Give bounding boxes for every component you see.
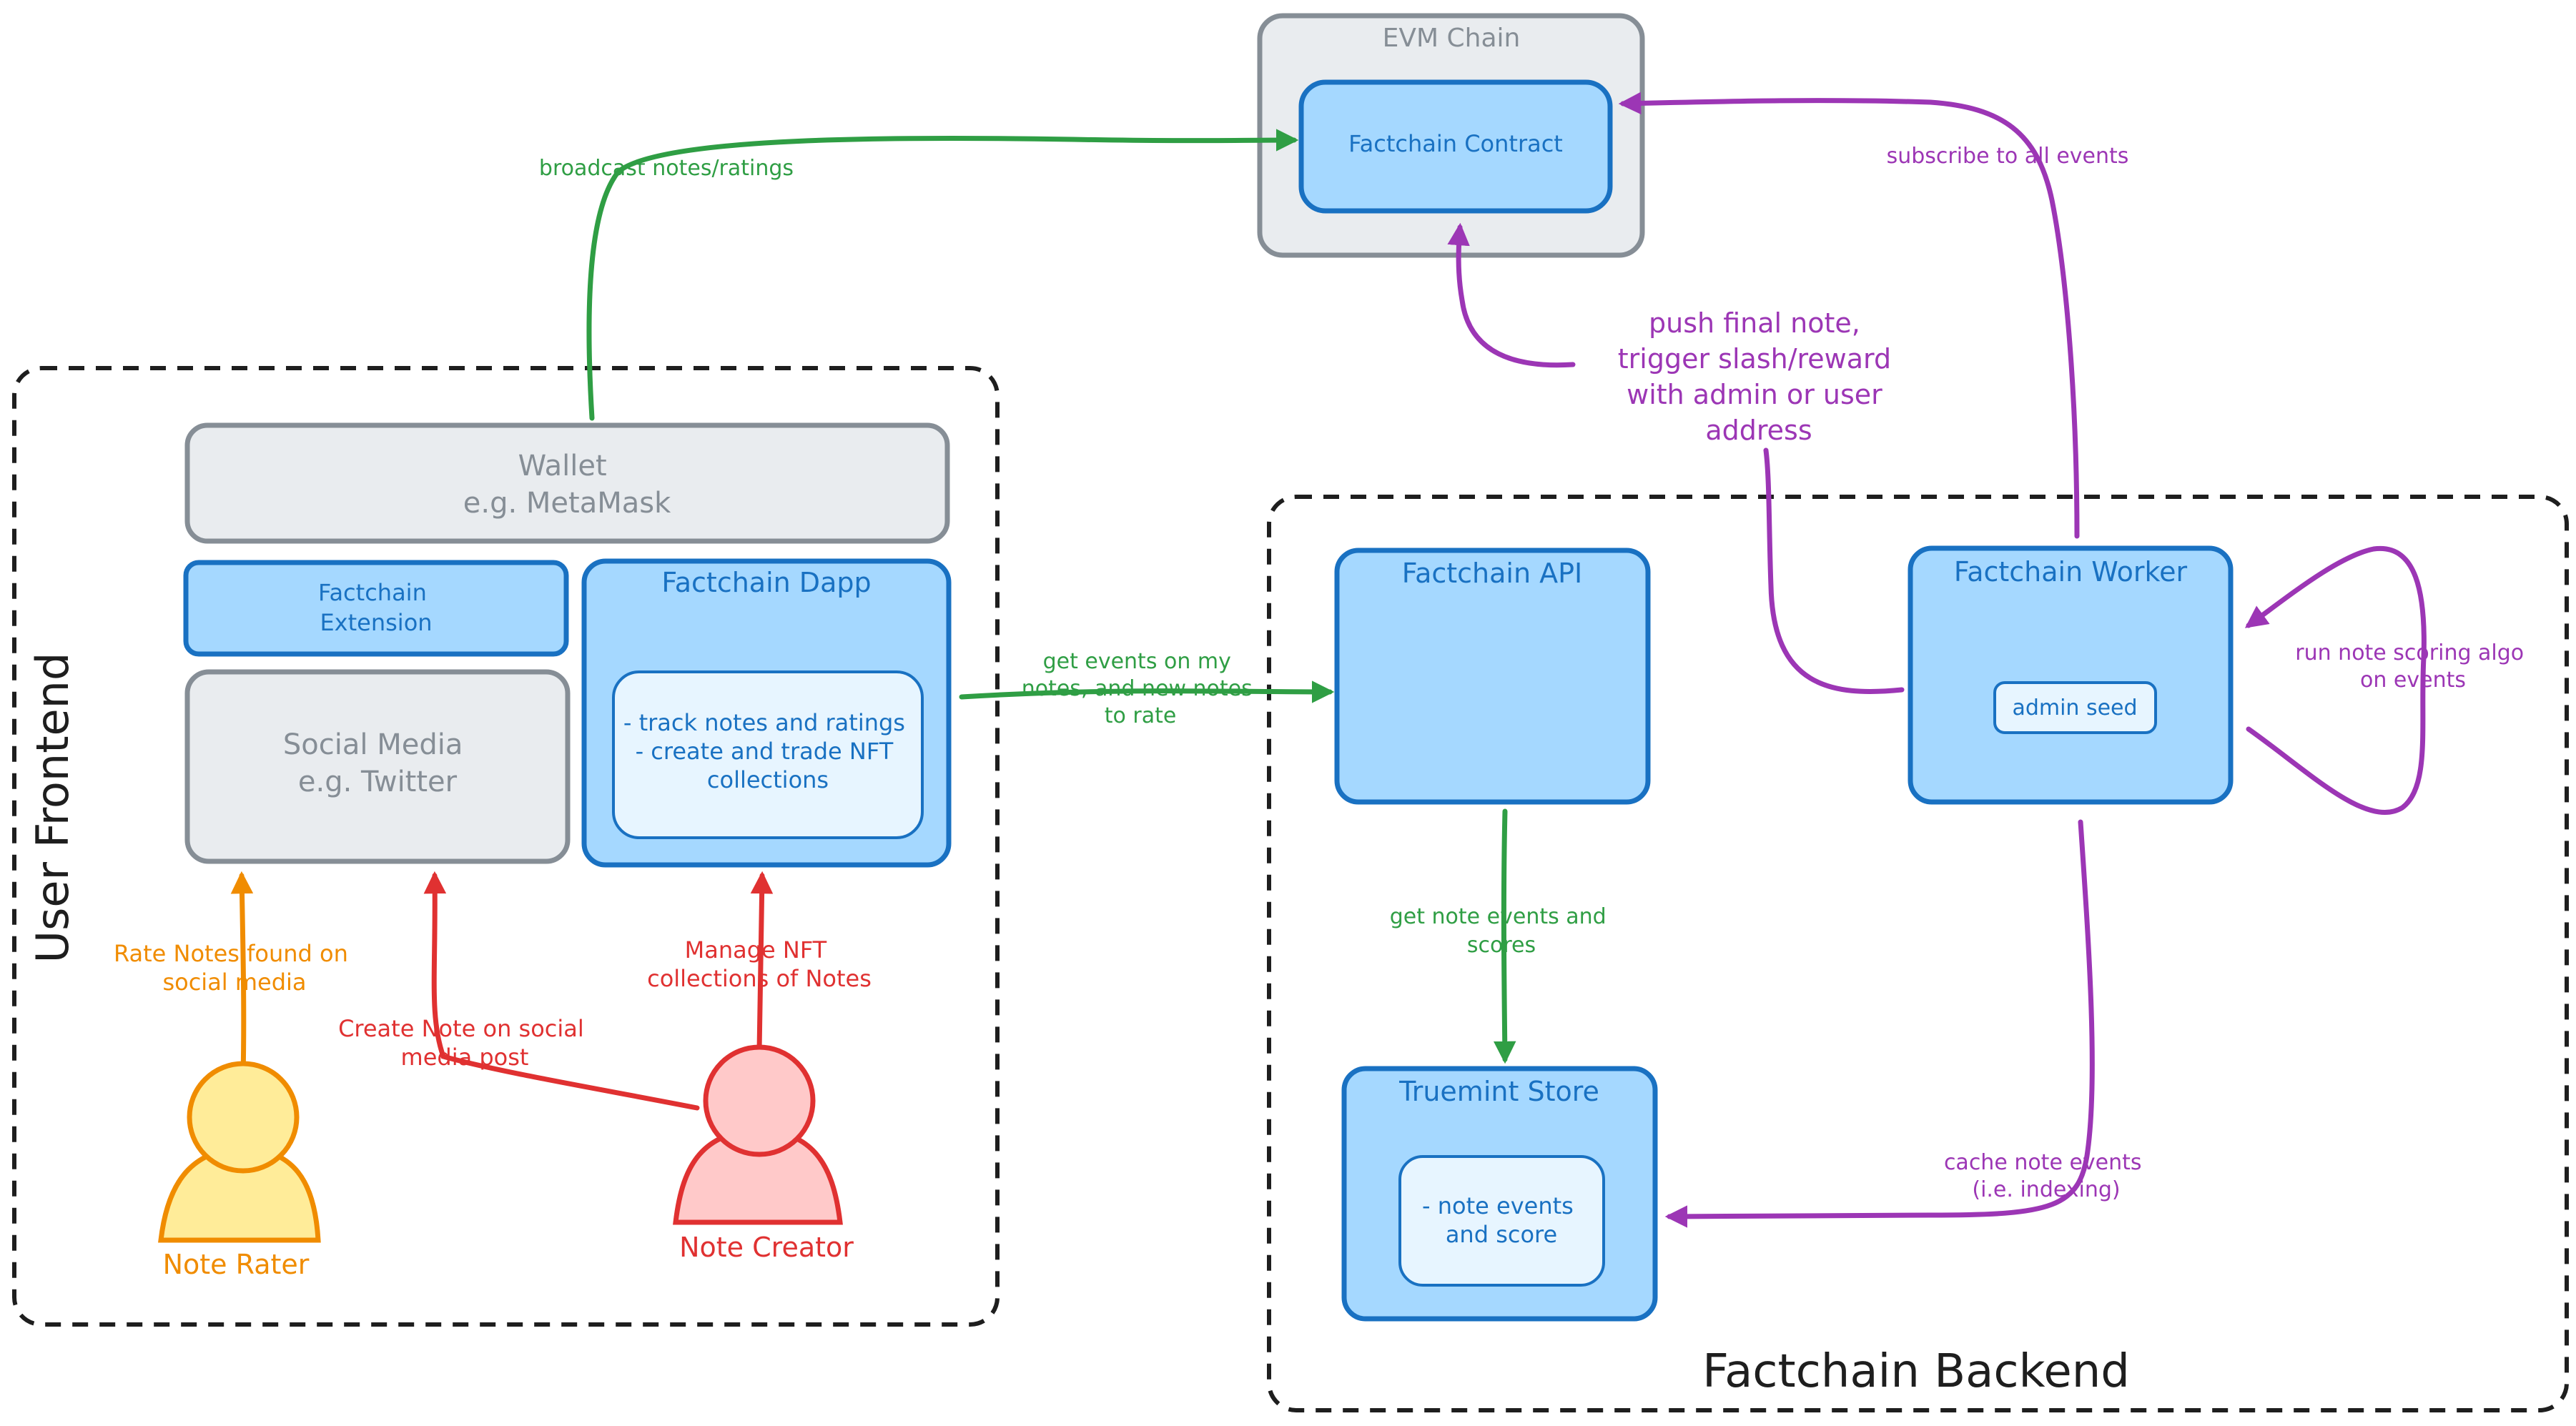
subscribe-arrow: [1618, 91, 2080, 539]
get-events-line-1: get events on my: [1043, 649, 1231, 674]
factchain-backend-title: Factchain Backend: [1702, 1345, 2130, 1398]
factchain-api-label: Factchain API: [1402, 558, 1583, 589]
subscribe-label: subscribe to all events: [1887, 144, 2129, 169]
run-scoring-line-2: on events: [2360, 668, 2466, 693]
run-scoring-arrow: [2244, 545, 2427, 815]
user-frontend-title: User Frontend: [26, 653, 79, 964]
get-note-events-arrow: [1493, 808, 1516, 1064]
create-note-arrow: [423, 871, 700, 1111]
cache-events-arrow: [1664, 819, 2095, 1228]
dapp-feature-3: collections: [707, 766, 829, 793]
rate-notes-line-1: Rate Notes found on: [114, 940, 348, 967]
wallet-line-2: e.g. MetaMask: [463, 487, 671, 520]
broadcast-arrow: [586, 129, 1299, 421]
dapp-features-label: - track notes and ratings - create and t…: [623, 709, 912, 793]
admin-seed-box: [1993, 681, 2157, 734]
cache-events-line-1: cache note events: [1944, 1150, 2142, 1175]
extension-line-2: Extension: [320, 609, 432, 636]
factchain-dapp-label: Factchain Dapp: [661, 567, 871, 598]
rate-notes-line-2: social media: [162, 969, 306, 996]
rate-notes-arrow: [230, 871, 254, 1079]
push-final-line-4: address: [1705, 415, 1812, 446]
dapp-feature-2: - create and trade NFT: [636, 738, 894, 765]
wallet-box: [184, 422, 950, 544]
note-creator-label: Note Creator: [679, 1232, 854, 1263]
run-scoring-label: run note scoring algo on events: [2295, 640, 2530, 693]
factchain-contract-label: Factchain Contract: [1348, 130, 1563, 157]
create-note-line-2: media post: [401, 1044, 529, 1071]
create-note-label: Create Note on social media post: [338, 1015, 591, 1071]
extension-line-1: Factchain: [318, 579, 427, 606]
manage-nft-line-2: collections of Notes: [647, 965, 872, 992]
cache-events-label: cache note events (i.e. indexing): [1944, 1150, 2148, 1202]
wallet-label: Wallet e.g. MetaMask: [463, 450, 671, 520]
store-feature-2: and score: [1446, 1221, 1557, 1248]
get-events-line-3: to rate: [1105, 703, 1177, 728]
store-features-box: [1398, 1155, 1605, 1287]
truemint-store-label: Truemint Store: [1398, 1076, 1599, 1107]
factchain-api-box: [1334, 548, 1651, 805]
dapp-feature-1: - track notes and ratings: [623, 709, 905, 736]
note-rater-label: Note Rater: [163, 1249, 310, 1280]
evm-chain-label: EVM Chain: [1383, 24, 1521, 53]
push-final-line-3: with admin or user: [1627, 379, 1882, 410]
social-media-box: [184, 669, 571, 864]
get-note-events-line-1: get note events and: [1390, 904, 1607, 929]
note-rater-actor: [158, 1061, 321, 1243]
get-note-events-line-2: scores: [1467, 933, 1536, 958]
factchain-worker-box: [1908, 545, 2234, 805]
get-events-label: get events on my notes, and new notes to…: [1022, 649, 1260, 728]
manage-nft-label: Manage NFT collections of Notes: [647, 936, 872, 992]
cache-events-line-2: (i.e. indexing): [1972, 1177, 2120, 1202]
store-feature-1: - note events: [1422, 1192, 1574, 1219]
note-creator-actor: [673, 1044, 843, 1225]
dapp-features-box: [612, 670, 924, 839]
wallet-line-1: Wallet: [518, 450, 607, 482]
broadcast-label: broadcast notes/ratings: [539, 156, 794, 181]
get-events-arrow: [959, 680, 1335, 703]
admin-seed-label: admin seed: [2012, 695, 2137, 721]
rate-notes-label: Rate Notes found on social media: [114, 940, 355, 996]
push-final-arrow: [1459, 227, 1905, 694]
factchain-extension-label: Factchain Extension: [318, 579, 434, 636]
social-media-line-1: Social Media: [283, 728, 463, 761]
factchain-extension-box: [183, 560, 569, 657]
user-frontend-group: [12, 366, 1000, 1327]
create-note-line-1: Create Note on social: [338, 1015, 584, 1042]
get-events-line-2: notes, and new notes: [1022, 676, 1253, 701]
manage-nft-arrow: [750, 871, 774, 1054]
run-scoring-line-1: run note scoring algo: [2295, 640, 2524, 665]
get-note-events-label: get note events and scores: [1390, 904, 1614, 958]
push-final-line-1: push final note,: [1649, 307, 1860, 339]
push-final-label: push final note, trigger slash/reward wi…: [1618, 307, 1900, 446]
social-media-label: Social Media e.g. Twitter: [283, 728, 472, 798]
store-features-label: - note events and score: [1422, 1192, 1581, 1248]
factchain-worker-label: Factchain Worker: [1954, 556, 2188, 588]
factchain-backend-group: [1267, 495, 2569, 1412]
manage-nft-line-1: Manage NFT: [685, 936, 827, 964]
social-media-line-2: e.g. Twitter: [298, 766, 458, 798]
push-final-line-2: trigger slash/reward: [1618, 343, 1891, 375]
